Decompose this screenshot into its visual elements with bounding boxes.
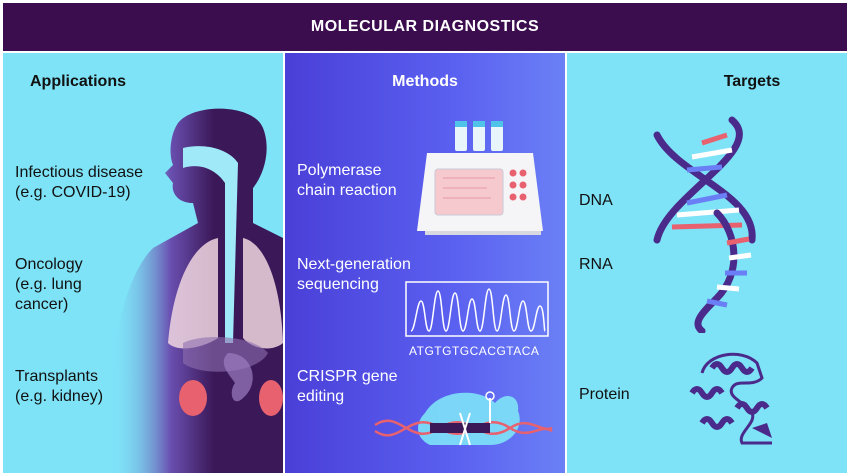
applications-panel: Applications Infectious disease (e.g. CO… <box>3 53 283 473</box>
sequencing-chromatogram <box>405 281 549 337</box>
target-rna: RNA <box>579 256 613 273</box>
dna-helix-icon <box>653 116 756 244</box>
methods-panel: Methods Polymerase chain reaction Next-g… <box>285 53 565 473</box>
stomach <box>223 353 253 402</box>
targets-title: Targets <box>723 73 781 90</box>
dna-sequence-readout: ATGTGTGCACGTACA <box>409 344 540 358</box>
application-infectious-disease: Infectious disease (e.g. COVID-19) <box>15 164 144 201</box>
targets-panel: Targets DNA RNA Protein <box>567 53 847 473</box>
target-dna: DNA <box>579 192 613 209</box>
rna-strand-icon <box>694 209 752 333</box>
method-pcr: Polymerase chain reaction <box>297 162 397 199</box>
right-kidney <box>259 380 283 416</box>
header-title: MOLECULAR DIAGNOSTICS <box>310 18 540 35</box>
human-body-illustration <box>109 108 283 473</box>
pcr-machine-icon <box>417 121 543 235</box>
application-oncology: Oncology (e.g. lung cancer) <box>15 256 83 313</box>
protein-structure-icon <box>689 352 772 445</box>
left-kidney <box>179 380 207 416</box>
method-crispr: CRISPR gene editing <box>297 368 398 405</box>
header-banner: MOLECULAR DIAGNOSTICS <box>3 3 847 51</box>
airway <box>183 146 238 343</box>
crispr-editing-icon <box>374 391 553 446</box>
method-ngs: Next-generation sequencing <box>297 256 411 293</box>
right-lung <box>243 238 283 349</box>
left-lung <box>168 238 218 349</box>
target-protein: Protein <box>579 386 630 403</box>
methods-title: Methods <box>392 73 458 90</box>
applications-title: Applications <box>29 73 126 90</box>
application-transplants: Transplants (e.g. kidney) <box>15 368 104 405</box>
